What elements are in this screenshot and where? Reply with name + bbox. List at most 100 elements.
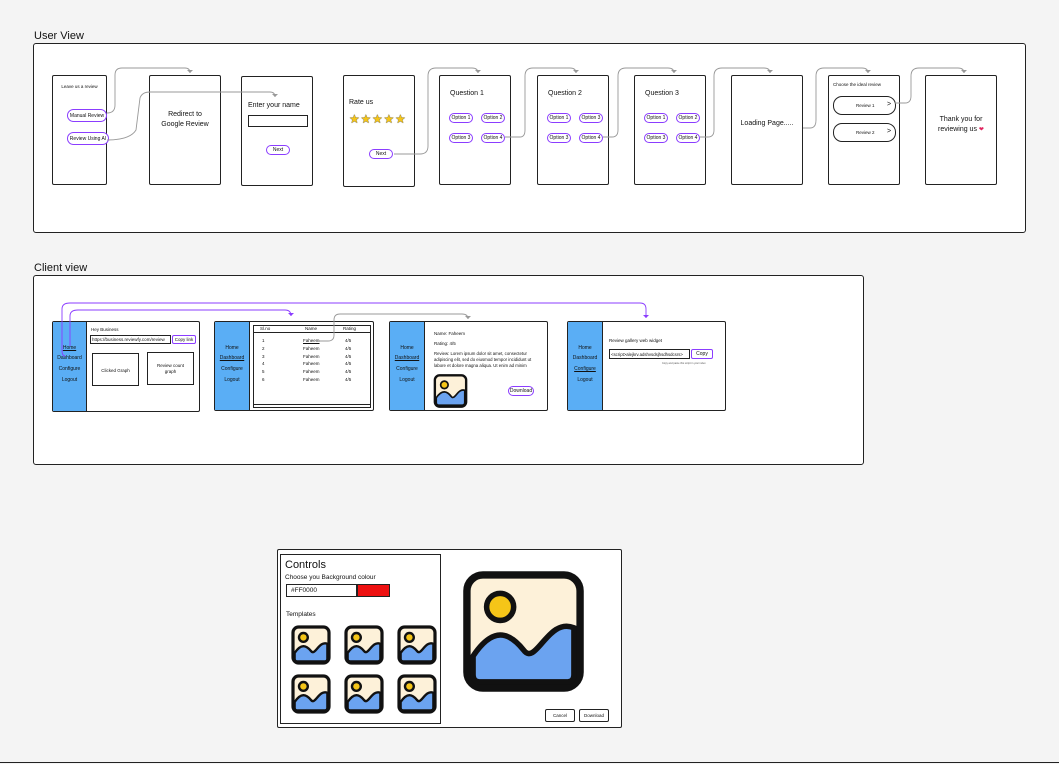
q1-option-1[interactable]: Option 1 xyxy=(449,113,473,123)
star-icon[interactable]: ★ xyxy=(349,112,360,126)
q2-option-1[interactable]: Option 1 xyxy=(547,113,571,123)
sidebar: Home Dashboard Configure Logout xyxy=(390,322,425,410)
table-cell-slno: 4 xyxy=(262,361,265,367)
question-2-title: Question 2 xyxy=(548,90,582,97)
star-icon[interactable]: ★ xyxy=(372,112,383,126)
sidebar-item-configure[interactable]: Configure xyxy=(396,366,418,372)
screen-thank-you: Thank you for reviewing us ❤ xyxy=(925,75,997,185)
q3-option-2[interactable]: Option 2 xyxy=(676,113,700,123)
table-cell-rating: 4/5 xyxy=(345,361,352,367)
q3-option-1[interactable]: Option 1 xyxy=(644,113,668,123)
rate-us-title: Rate us xyxy=(349,99,374,106)
sidebar-item-home[interactable]: Home xyxy=(225,345,239,351)
sidebar-item-configure[interactable]: Configure xyxy=(221,366,243,372)
star-icon[interactable]: ★ xyxy=(395,112,406,126)
sidebar: Home Dashboard Configure Logout xyxy=(53,322,87,411)
enter-name-title: Enter your name xyxy=(248,102,300,109)
choose-review-title: Choose the ideal review xyxy=(833,82,882,87)
review-count-label-1: Review count xyxy=(156,363,184,368)
name-next-button[interactable]: Next xyxy=(266,145,290,155)
sidebar-item-logout[interactable]: Logout xyxy=(577,377,593,383)
widget-code-field[interactable]: <script>alejkrv.adshvsdsjhsdhsdcsrs> xyxy=(609,349,690,359)
header-slno: Sl.no xyxy=(260,326,271,331)
sidebar-item-logout[interactable]: Logout xyxy=(224,377,240,383)
sidebar-item-dashboard[interactable]: Dashboard xyxy=(572,355,598,361)
template-thumbnail[interactable] xyxy=(291,625,331,665)
screen-question-1: Question 1 Option 1 Option 2 Option 3 Op… xyxy=(439,75,511,185)
template-thumbnail[interactable] xyxy=(344,674,384,714)
sidebar-item-dashboard[interactable]: Dashboard xyxy=(219,355,245,361)
sidebar-item-home[interactable]: Home xyxy=(578,345,592,351)
templates-label: Templates xyxy=(286,611,316,618)
widget-code-text: <script>alejkrv.adshvsdsjhsdhsdcsrs> xyxy=(611,352,683,357)
q2-option-2[interactable]: Option 3 xyxy=(579,113,603,123)
star-icon[interactable]: ★ xyxy=(383,112,395,126)
sidebar-item-home[interactable]: Home xyxy=(400,345,414,351)
table-cell-name[interactable]: Faheem xyxy=(303,338,320,343)
review-1-card[interactable]: Review 1 > xyxy=(833,96,896,115)
clicked-graph-label: Clicked Graph xyxy=(101,368,130,373)
sidebar-item-dashboard[interactable]: Dashboard xyxy=(394,355,420,361)
screen-enter-name: Enter your name Next xyxy=(241,76,313,186)
header-name: Name xyxy=(305,326,318,331)
template-thumbnail[interactable] xyxy=(397,625,437,665)
screen-choose-review: Choose the ideal review Review 1 > Revie… xyxy=(828,75,900,185)
q3-option-4[interactable]: Option 4 xyxy=(676,133,700,143)
q1-option-4[interactable]: Option 4 xyxy=(481,133,505,143)
colour-swatch[interactable] xyxy=(357,584,390,597)
sidebar-item-home[interactable]: Home xyxy=(62,345,77,351)
greeting: Hey Business xyxy=(91,327,119,332)
redirect-text-1: Redirect to xyxy=(168,111,202,118)
rate-next-button[interactable]: Next xyxy=(369,149,393,159)
sidebar: Home Dashboard Configure Logout xyxy=(215,322,250,410)
table-cell-slno: 5 xyxy=(262,369,265,375)
screen-loading: Loading Page..... xyxy=(731,75,803,185)
q2-option-3[interactable]: Option 3 xyxy=(547,133,571,143)
name-input[interactable] xyxy=(248,115,308,127)
table-cell-rating: 4/5 xyxy=(345,369,352,375)
sidebar-item-logout[interactable]: Logout xyxy=(399,377,415,383)
copy-widget-button[interactable]: Copy xyxy=(691,349,713,359)
copy-link-button[interactable]: Copy link xyxy=(172,335,196,344)
review-2-label: Review 2 xyxy=(856,130,875,135)
widget-hint: Copy and paste this script in your index xyxy=(662,362,706,365)
star-icon[interactable]: ★ xyxy=(360,112,372,126)
q3-option-3[interactable]: Option 3 xyxy=(644,133,668,143)
sidebar-item-dashboard[interactable]: Dashboard xyxy=(57,355,82,361)
cancel-button[interactable]: Cancel xyxy=(545,709,575,722)
review-text-3: labore et dolore magna aliqua. Ut enim a… xyxy=(434,363,527,368)
client-dashboard-screen: Home Dashboard Configure Logout Hey Busi… xyxy=(52,321,200,412)
client-configure-screen: Home Dashboard Configure Logout Review g… xyxy=(567,321,726,411)
bg-colour-label: Choose you Background colour xyxy=(285,574,376,581)
q2-option-4[interactable]: Option 4 xyxy=(579,133,603,143)
leave-review-title: Leave us a review xyxy=(61,84,98,89)
template-thumbnail[interactable] xyxy=(397,674,437,714)
ai-review-button[interactable]: Review Using AI xyxy=(67,132,109,145)
review-count-graph-box: Review count graph xyxy=(147,352,194,385)
thanks-line-2: reviewing us ❤ xyxy=(926,126,996,134)
sidebar-item-configure[interactable]: Configure xyxy=(574,366,596,372)
sidebar-item-configure[interactable]: Configure xyxy=(58,366,81,372)
question-3-title: Question 3 xyxy=(645,90,679,97)
review-text-2: adipiscing elit, sed do eiusmod tempor i… xyxy=(434,357,532,362)
download-button[interactable]: Download xyxy=(579,709,609,722)
template-thumbnail[interactable] xyxy=(344,625,384,665)
sidebar-item-logout[interactable]: Logout xyxy=(61,377,78,383)
chevron-right-icon: > xyxy=(887,101,892,108)
review-1-label: Review 1 xyxy=(856,103,875,108)
thanks-line-1: Thank you for xyxy=(939,116,983,123)
manual-review-button[interactable]: Manual Review xyxy=(67,109,107,122)
template-thumbnail[interactable] xyxy=(291,674,331,714)
user-view-label: User View xyxy=(34,30,84,42)
q1-option-3[interactable]: Option 3 xyxy=(449,133,473,143)
review-2-card[interactable]: Review 2 > xyxy=(833,123,896,142)
review-image-icon xyxy=(433,374,468,408)
q1-option-2[interactable]: Option 2 xyxy=(481,113,505,123)
download-review-button[interactable]: Download xyxy=(508,386,534,396)
clicked-graph-box: Clicked Graph xyxy=(92,353,139,386)
hex-input[interactable]: #FF0000 xyxy=(286,584,357,597)
review-link-text: https://business.reviewfy.com/review xyxy=(92,337,165,342)
table-cell-slno: 6 xyxy=(262,377,265,382)
bottom-divider xyxy=(0,762,1059,763)
review-link-field[interactable]: https://business.reviewfy.com/review xyxy=(90,335,171,344)
